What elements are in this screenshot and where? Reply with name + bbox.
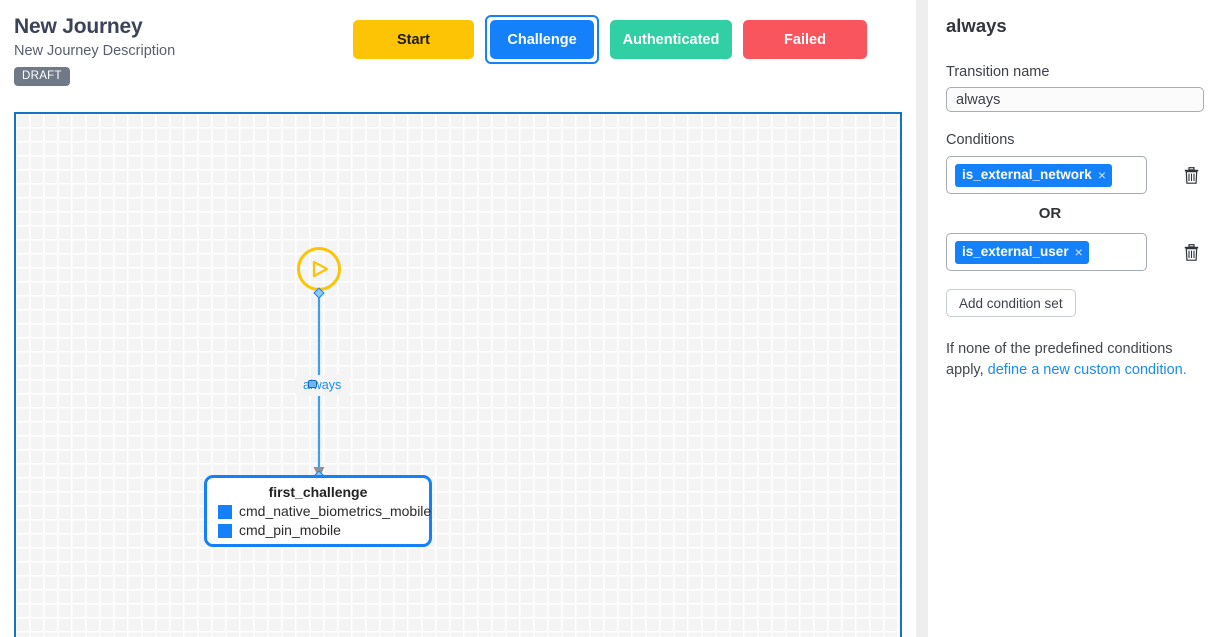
state-button-authenticated[interactable]: Authenticated [610,20,732,59]
condition-tag-is-external-user[interactable]: is_external_user × [955,240,1089,264]
panel-title: always [946,15,1007,36]
node-first-challenge-title: first_challenge [268,484,368,500]
status-badge: DRAFT [14,67,70,86]
trash-icon [1184,166,1199,184]
add-condition-set-button[interactable]: Add condition set [946,289,1076,317]
trash-icon [1184,243,1199,261]
condition-set-box-1[interactable]: is_external_user × [946,233,1147,271]
main-area: New Journey New Journey Description DRAF… [0,0,916,637]
condition-set-box-0[interactable]: is_external_network × [946,156,1147,194]
hint-text-prefix: If none of the predefined conditions app… [946,341,1173,378]
node-first-challenge-item-1[interactable]: cmd_pin_mobile [207,522,429,539]
condition-tag-remove-icon[interactable]: × [1097,166,1106,183]
page-subtitle: New Journey Description [14,43,176,59]
conditions-label: Conditions [946,132,1015,148]
transition-name-input[interactable] [946,87,1204,112]
page-header: New Journey New Journey Description DRAF… [0,0,916,110]
condition-tag-is-external-network[interactable]: is_external_network × [955,163,1112,187]
square-chip-icon [218,523,232,538]
flow-canvas-inner: always first_challenge cmd_native_biomet… [16,114,900,637]
condition-tag-label: is_external_network [962,166,1092,182]
node-start[interactable] [297,247,341,291]
condition-tag-label: is_external_user [962,243,1069,259]
title-block: New Journey New Journey Description DRAF… [14,14,175,86]
edge-label-always[interactable]: always [295,375,350,396]
state-button-challenge-selected-ring: Challenge [485,15,599,64]
condition-set-row-0: is_external_network × [946,156,1200,194]
transition-properties-panel: always Transition name Conditions is_ext… [928,0,1215,637]
flow-canvas[interactable]: always first_challenge cmd_native_biomet… [14,112,902,637]
state-button-start[interactable]: Start [353,20,474,59]
node-first-challenge[interactable]: first_challenge cmd_native_biometrics_mo… [204,475,432,547]
state-button-challenge[interactable]: Challenge [490,20,594,59]
edge-start-to-first-challenge [313,294,325,478]
play-icon [312,260,329,278]
page-title: New Journey [14,15,143,38]
node-item-label: cmd_pin_mobile [239,522,341,538]
transition-name-label: Transition name [946,64,1050,80]
panel-divider [916,0,928,637]
node-item-label: cmd_native_biometrics_mobile [239,503,432,519]
define-custom-condition-link[interactable]: define a new custom condition. [987,362,1187,378]
square-chip-icon [218,504,232,519]
node-first-challenge-item-0[interactable]: cmd_native_biometrics_mobile [207,503,432,520]
delete-condition-set-0-button[interactable] [1183,165,1200,185]
condition-tag-remove-icon[interactable]: × [1074,243,1083,260]
delete-condition-set-1-button[interactable] [1183,242,1200,262]
or-divider-label: OR [1038,205,1062,222]
edge-label-handle-icon[interactable] [308,380,317,388]
state-button-failed[interactable]: Failed [743,20,867,59]
state-button-group: Start Challenge Authenticated Failed [353,15,867,64]
condition-set-row-1: is_external_user × [946,233,1200,271]
conditions-hint-text: If none of the predefined conditions app… [946,339,1196,381]
